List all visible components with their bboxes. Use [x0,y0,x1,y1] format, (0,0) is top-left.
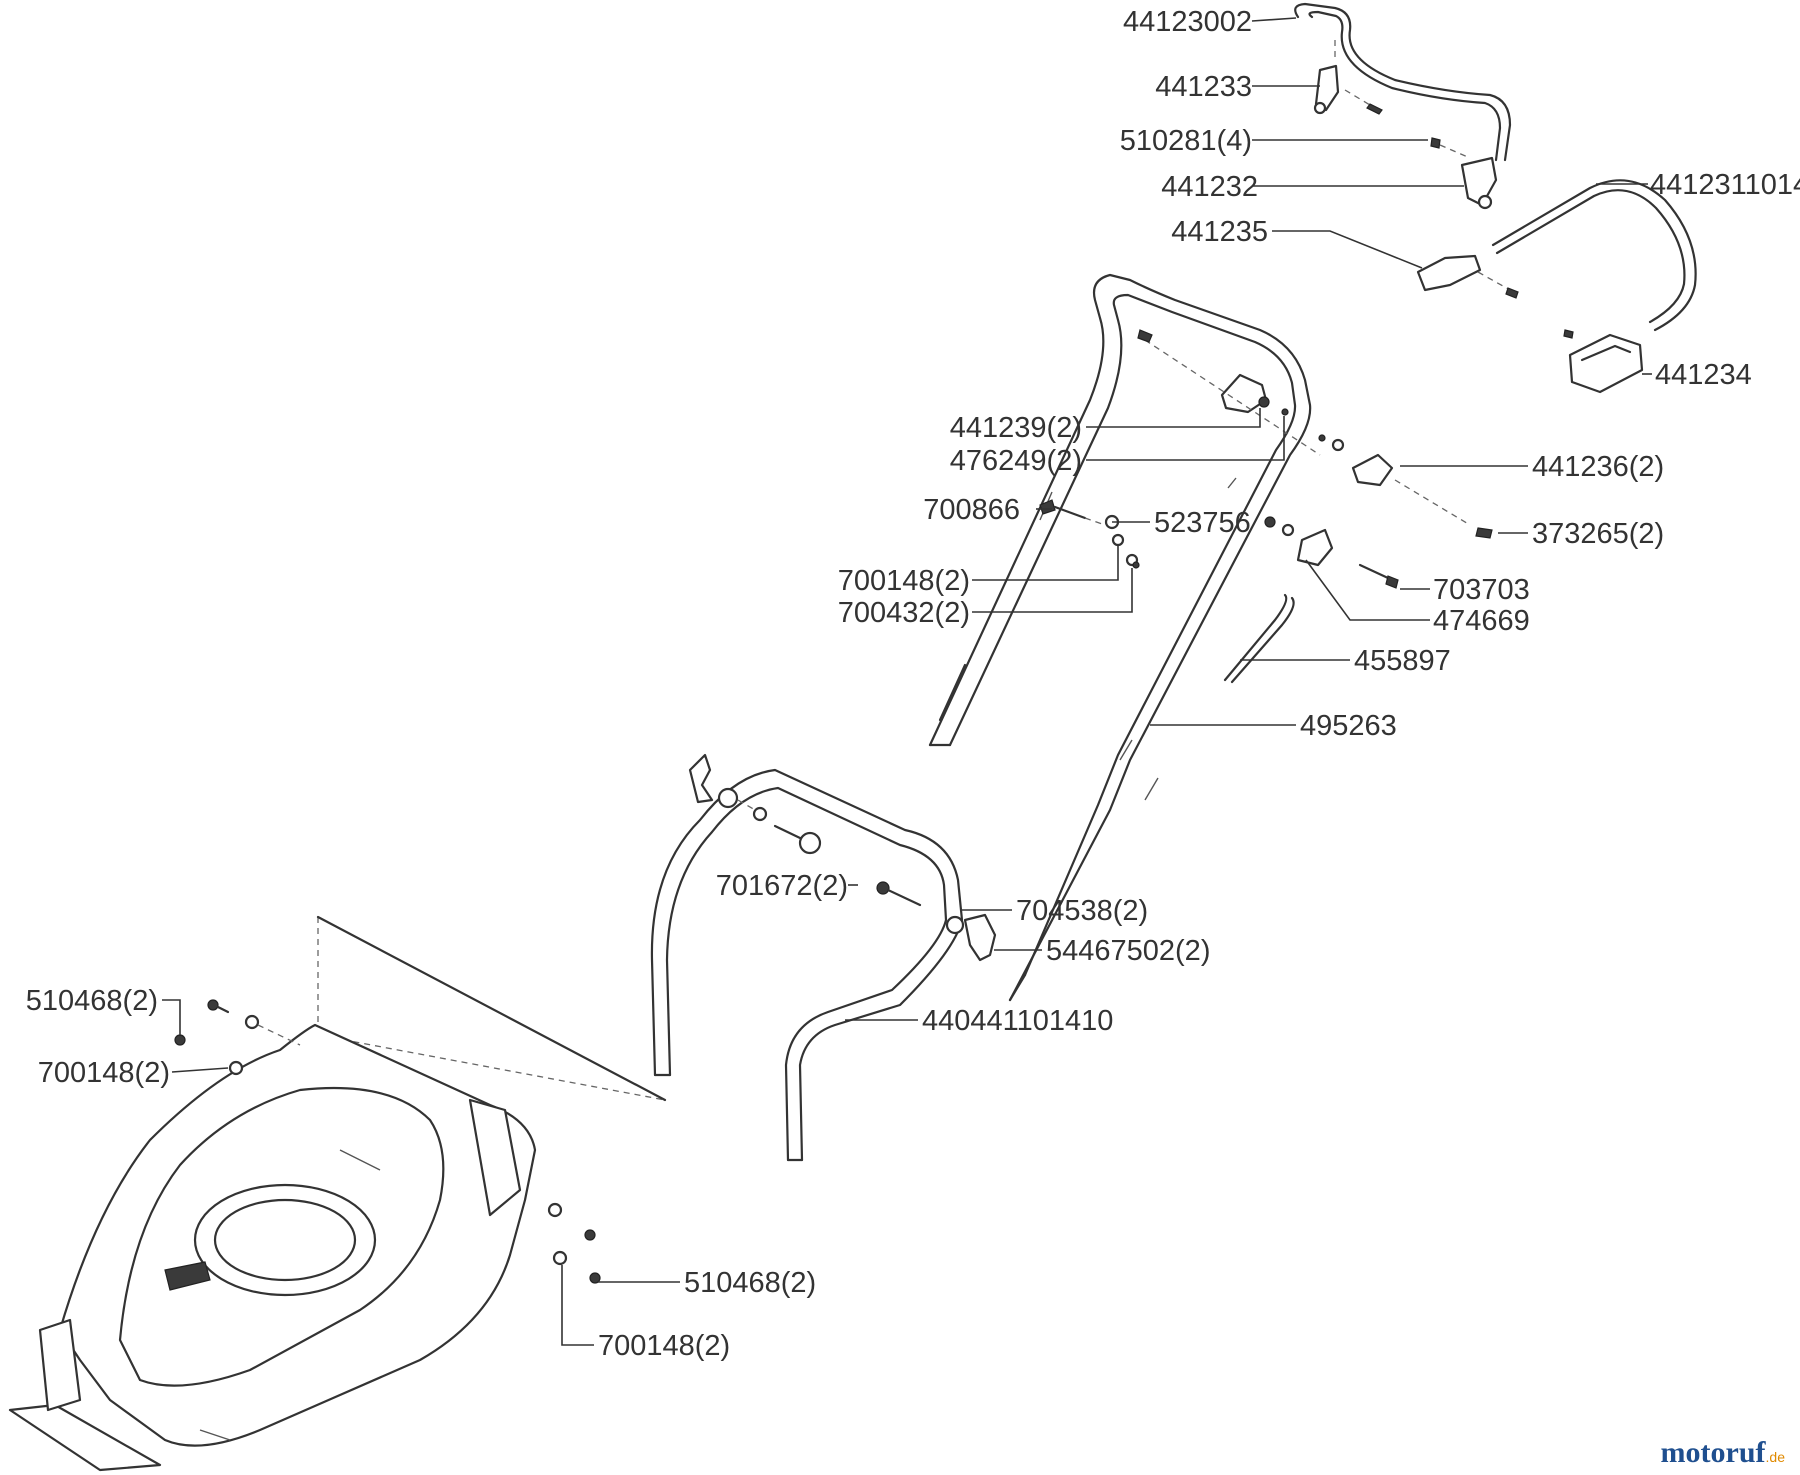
part-label: 510468(2) [26,985,158,1017]
lower-upper-tube-495263 [1119,739,1159,801]
lever-441232 [1460,156,1498,210]
part-label: 700148(2) [838,565,970,597]
deck-fasteners-right [547,1202,601,1284]
lever-441233 [1313,64,1383,115]
part-label: 441232 [1161,171,1258,203]
part-label: 700148(2) [598,1330,730,1362]
cable-clamp-441236 [1318,434,1493,539]
part-labels: 44123002 441233 510281(4) 441232 441235 … [26,6,1800,1362]
part-label: 441235 [1171,216,1268,248]
part-label: 510468(2) [684,1267,816,1299]
cable-guide-441239 [1137,329,1321,456]
switch-box-441234 [1563,329,1644,394]
knob-left [688,753,756,811]
part-label: 474669 [1433,605,1530,637]
part-label: 54467502(2) [1046,935,1210,967]
part-label: 523756 [1154,507,1251,539]
part-label: 510281(4) [1120,125,1252,157]
part-label: 700148(2) [38,1057,170,1089]
svg-text:motoruf.de: motoruf.de [1661,1436,1786,1469]
carriage-bolt-701672 [752,806,922,907]
part-label: 704538(2) [1016,895,1148,927]
part-label: 700432(2) [838,597,970,629]
part-label: 703703 [1433,574,1530,606]
motoruf-watermark: motoruf.de [1661,1436,1786,1469]
top-control-bail [1294,2,1512,162]
bolt-700866 [1039,499,1140,569]
cable-455897 [1223,593,1295,684]
part-label: 441236(2) [1532,451,1664,483]
part-label: 440441101410 [922,1005,1113,1037]
part-label: 455897 [1354,645,1451,677]
part-label: 476249(2) [950,445,1082,477]
top-bail-4412311014 [1491,179,1697,332]
knob-54467502 [945,913,997,962]
part-label: 441234 [1655,359,1752,391]
screw-510281 [1430,137,1471,159]
part-label: 441239(2) [950,412,1082,444]
part-label: 373265(2) [1532,518,1664,550]
watermark-tld: .de [1766,1449,1786,1465]
part-label: 4412311014 [1650,169,1800,201]
mower-deck [8,915,667,1472]
cable-clip-474669 [1264,516,1399,589]
part-label: 441233 [1155,71,1252,103]
part-label: 700866 [923,494,1020,526]
watermark-name: motoruf [1661,1436,1767,1469]
part-label: 44123002 [1123,6,1252,38]
leader-lines [162,17,1652,1346]
lever-441235 [1416,254,1519,299]
part-label: 701672(2) [716,870,848,902]
part-label: 495263 [1300,710,1397,742]
upper-handle [928,273,1312,1002]
lower-handle [650,768,964,1162]
